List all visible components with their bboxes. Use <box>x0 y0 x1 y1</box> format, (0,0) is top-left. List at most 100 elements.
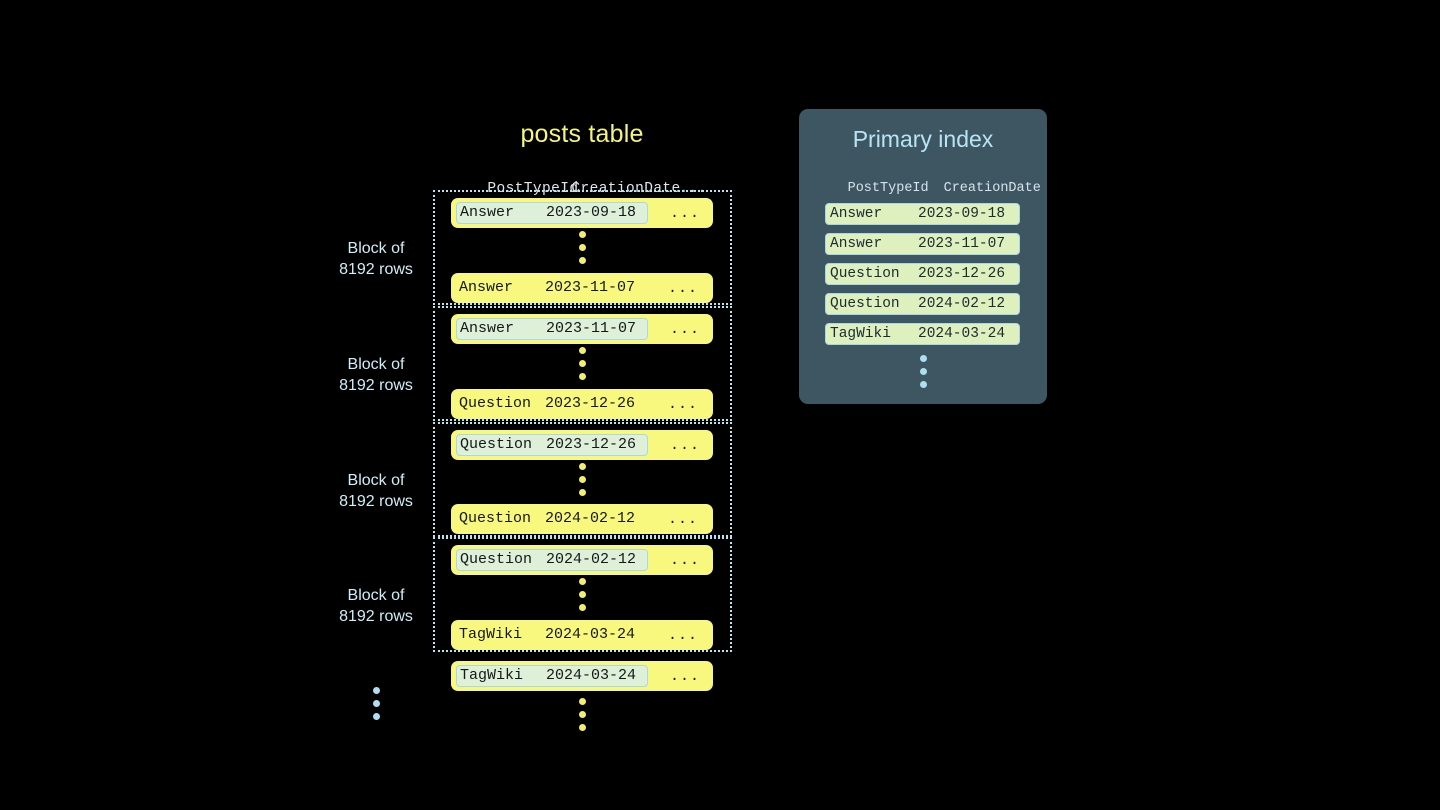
dot <box>578 257 586 264</box>
block-4-label-line2: 8192 rows <box>339 608 413 625</box>
dot <box>919 368 927 375</box>
cell-posttypeid: Answer <box>830 236 883 252</box>
cell-posttypeid: TagWiki <box>830 326 891 342</box>
block-1-label-line1: Block of <box>347 240 405 257</box>
block-1-boundary <box>433 190 732 305</box>
primary-index-panel: Primary index PostTypeId CreationDate Ans… <box>799 109 1047 404</box>
block-1-label-line2: 8192 rows <box>339 261 413 278</box>
cell-creationdate: 2023-11-07 <box>545 279 636 296</box>
cell-creationdate: 2024-02-12 <box>918 296 1006 312</box>
cell-posttypeid: Answer <box>460 320 515 337</box>
row-ellipsis-dots-4 <box>577 578 587 611</box>
cell-creationdate: 2023-11-07 <box>918 236 1006 252</box>
dot <box>919 355 927 362</box>
dot <box>578 591 586 598</box>
index-column-header-posttypeid: PostTypeId <box>847 181 929 196</box>
dot <box>578 578 586 585</box>
cell-ellipsis: ... <box>668 626 699 644</box>
cell-posttypeid: Question <box>460 436 533 453</box>
cell-ellipsis: ... <box>668 279 699 297</box>
dot <box>372 687 380 694</box>
cell-creationdate: 2023-12-26 <box>546 436 637 453</box>
block-3-label-line2: 8192 rows <box>339 493 413 510</box>
cell-ellipsis: ... <box>668 395 699 413</box>
index-row: Question 2023-12-26 <box>825 263 1020 285</box>
cell-creationdate: 2024-03-24 <box>918 326 1006 342</box>
dot <box>578 347 586 354</box>
cell-posttypeid: Answer <box>459 279 514 296</box>
index-column-header-creationdate: CreationDate <box>943 181 1041 196</box>
table-continuation-dots <box>577 698 587 731</box>
cell-posttypeid: TagWiki <box>460 667 524 684</box>
cell-ellipsis: ... <box>670 436 701 454</box>
dot <box>372 713 380 720</box>
cell-creationdate: 2024-03-24 <box>546 667 637 684</box>
posts-table-title: posts table <box>520 120 644 148</box>
block-3-label: Block of 8192 rows <box>301 470 451 512</box>
row-key-highlight: TagWiki 2024-03-24 <box>456 665 648 687</box>
dot <box>578 373 586 380</box>
cell-creationdate: 2023-11-07 <box>546 320 637 337</box>
cell-creationdate: 2023-12-26 <box>545 395 636 412</box>
block-4-label-line1: Block of <box>347 587 405 604</box>
table-row-trailing: TagWiki 2024-03-24... <box>451 661 713 691</box>
row-cells: Question 2023-12-26 <box>456 394 646 414</box>
table-row: Answer 2023-11-07... <box>451 273 713 303</box>
table-row: Question 2023-12-26... <box>451 430 713 460</box>
row-ellipsis-dots-2 <box>577 347 587 380</box>
dot <box>578 489 586 496</box>
column-header-posttypeid: PostTypeId <box>487 181 579 197</box>
cell-posttypeid: Question <box>830 266 900 282</box>
row-key-highlight: Question 2024-02-12 <box>456 549 648 571</box>
dot <box>578 463 586 470</box>
index-continuation-dots <box>918 355 928 388</box>
cell-ellipsis: ... <box>670 204 701 222</box>
dot <box>578 711 586 718</box>
block-2-label: Block of 8192 rows <box>301 354 451 396</box>
cell-posttypeid: Question <box>459 395 532 412</box>
index-row: Answer 2023-11-07 <box>825 233 1020 255</box>
block-2-label-line2: 8192 rows <box>339 377 413 394</box>
cell-posttypeid: Answer <box>460 204 515 221</box>
row-cells: Answer 2023-11-07 <box>456 278 646 298</box>
cell-creationdate: 2024-02-12 <box>546 551 637 568</box>
row-ellipsis-dots-1 <box>577 231 587 264</box>
block-continuation-dots <box>371 687 381 720</box>
table-row: Question 2023-12-26... <box>451 389 713 419</box>
primary-index-column-header: PostTypeId CreationDate <box>799 166 1047 211</box>
dot <box>578 244 586 251</box>
dot <box>578 360 586 367</box>
row-ellipsis-dots-3 <box>577 463 587 496</box>
dot <box>578 724 586 731</box>
cell-creationdate: 2023-12-26 <box>918 266 1006 282</box>
index-row: TagWiki 2024-03-24 <box>825 323 1020 345</box>
dot <box>578 231 586 238</box>
row-key-highlight: Question 2023-12-26 <box>456 434 648 456</box>
block-1-label: Block of 8192 rows <box>301 238 451 280</box>
block-3-label-line1: Block of <box>347 472 405 489</box>
cell-posttypeid: Question <box>460 551 533 568</box>
dot <box>919 381 927 388</box>
cell-posttypeid: Question <box>459 510 532 527</box>
cell-creationdate: 2024-03-24 <box>545 626 636 643</box>
table-row: TagWiki 2024-03-24... <box>451 620 713 650</box>
primary-index-title: Primary index <box>852 126 994 152</box>
column-header-ellipsis: ... <box>679 181 707 197</box>
column-header-creationdate: CreationDate <box>571 181 681 197</box>
block-2-label-line1: Block of <box>347 356 405 373</box>
cell-ellipsis: ... <box>670 551 701 569</box>
dot <box>372 700 380 707</box>
block-2-boundary <box>433 306 732 421</box>
block-4-boundary <box>433 537 732 652</box>
dot <box>578 476 586 483</box>
cell-ellipsis: ... <box>670 667 701 685</box>
cell-posttypeid: TagWiki <box>459 626 523 643</box>
posts-table-column-header: PostTypeIdCreationDate... <box>433 165 731 213</box>
row-key-highlight: Answer 2023-11-07 <box>456 318 648 340</box>
